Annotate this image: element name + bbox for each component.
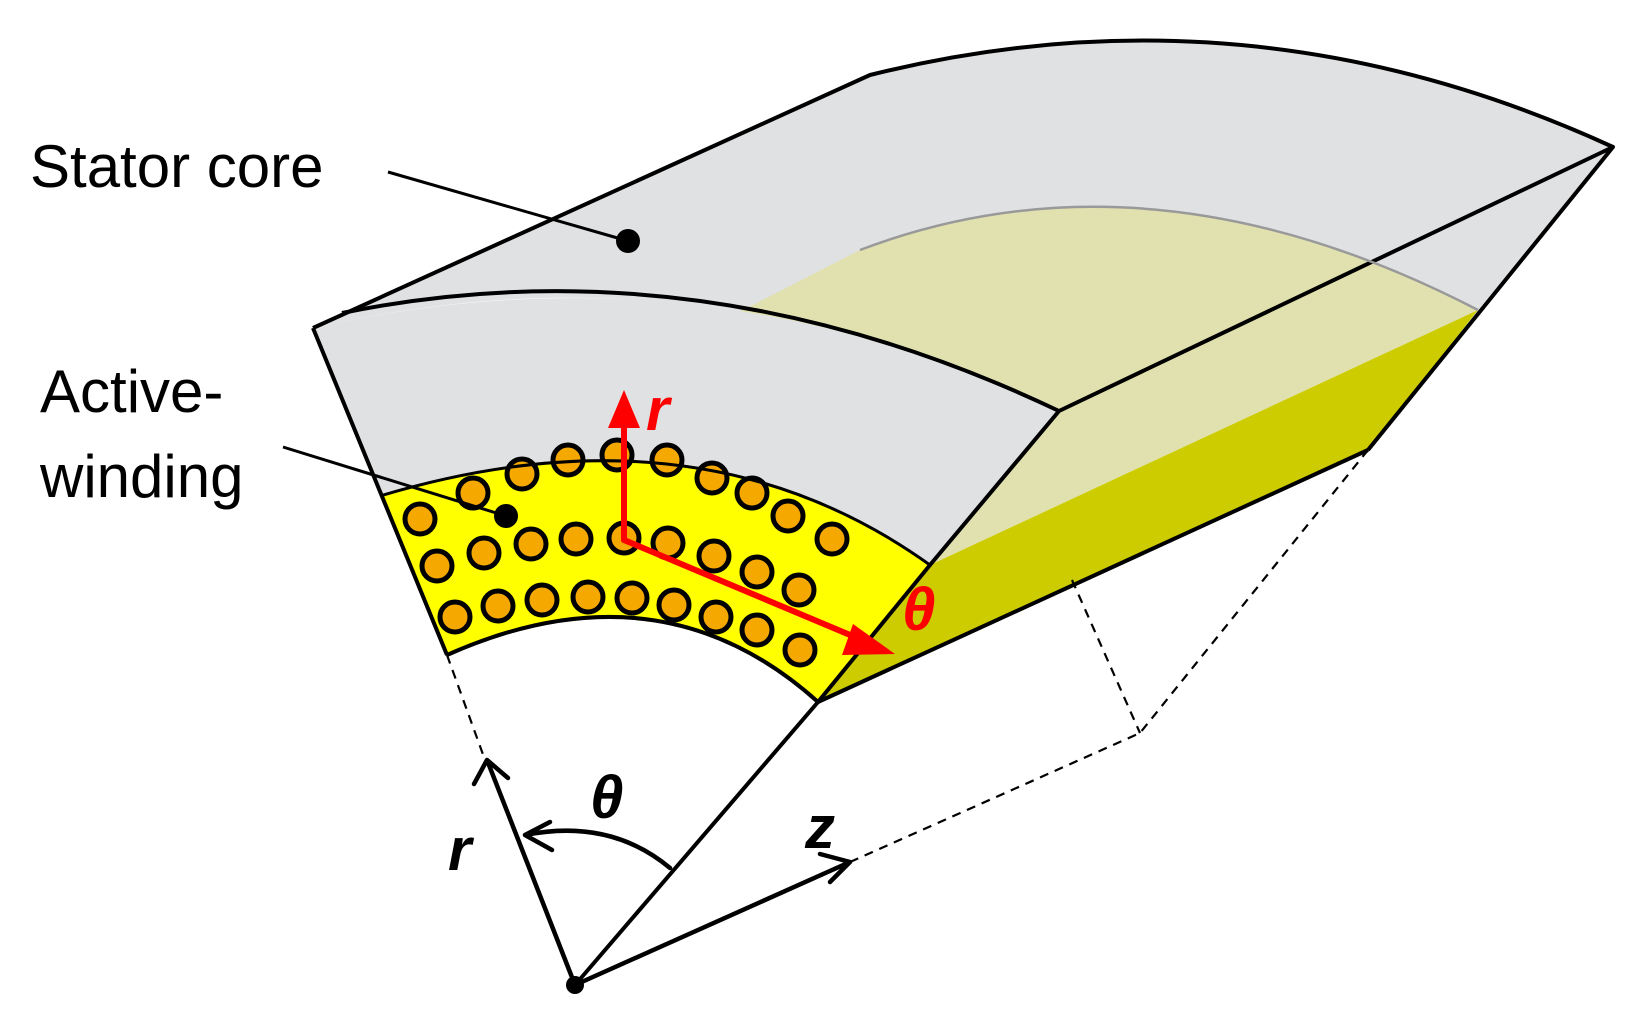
stator-core-label: Stator core (30, 133, 323, 200)
active-winding-leader-dot (494, 504, 518, 528)
conductor (437, 599, 473, 635)
conductor (739, 612, 775, 648)
conductor (513, 526, 549, 562)
stator-top-front-arc (341, 289, 1060, 413)
dashed-left-radius (445, 654, 487, 761)
global-r-axis (471, 757, 578, 988)
conductor (419, 548, 455, 584)
conductor (781, 572, 817, 608)
winding-side-face (818, 310, 1478, 702)
stator-core-leader-dot (616, 229, 640, 253)
conductor (770, 498, 806, 534)
stator-outer-arc-back (312, 38, 1614, 330)
dashed-mid-line (1070, 579, 1142, 734)
stator-core-leader (387, 170, 629, 243)
conductor (698, 599, 734, 635)
active-winding-label-line2: winding (39, 443, 243, 510)
conductor (570, 579, 606, 615)
conductor (739, 554, 775, 590)
global-r-label: r (448, 816, 475, 883)
conductor (614, 580, 650, 616)
conductor (734, 475, 770, 511)
local-r-arrowhead (608, 390, 640, 428)
origin-point (566, 976, 584, 994)
conductor (649, 442, 685, 478)
active-winding-label-line1: Active- (40, 358, 223, 425)
global-z-label: z (804, 794, 835, 861)
conductor (455, 475, 491, 511)
stator-right-edge (1058, 145, 1615, 452)
conductor (480, 588, 516, 624)
winding-top-back-arc (859, 205, 1479, 312)
conductor (524, 582, 560, 618)
conductor-group (402, 437, 850, 668)
conductor (814, 521, 850, 557)
stator-front-face (313, 298, 1059, 565)
local-theta-arrowhead (842, 624, 895, 655)
conductor (466, 535, 502, 571)
active-winding-leader (282, 445, 507, 518)
global-theta-label: θ (590, 764, 623, 831)
local-r-label: r (646, 376, 673, 443)
global-center-to-corner (573, 700, 820, 987)
conductor (696, 538, 732, 574)
conductor (782, 632, 818, 668)
global-z-axis (572, 851, 853, 988)
winding-bottom-edge (817, 448, 1369, 704)
stator-left-edge (311, 327, 449, 656)
conductor (402, 501, 438, 537)
global-theta-arc (522, 819, 673, 871)
winding-inner-arc (446, 615, 820, 704)
conductor (656, 587, 692, 623)
local-theta-label: θ (902, 576, 935, 643)
winding-outer-arc (379, 459, 931, 567)
conductor (558, 521, 594, 557)
conductor (599, 437, 635, 473)
local-theta-axis (621, 537, 865, 643)
